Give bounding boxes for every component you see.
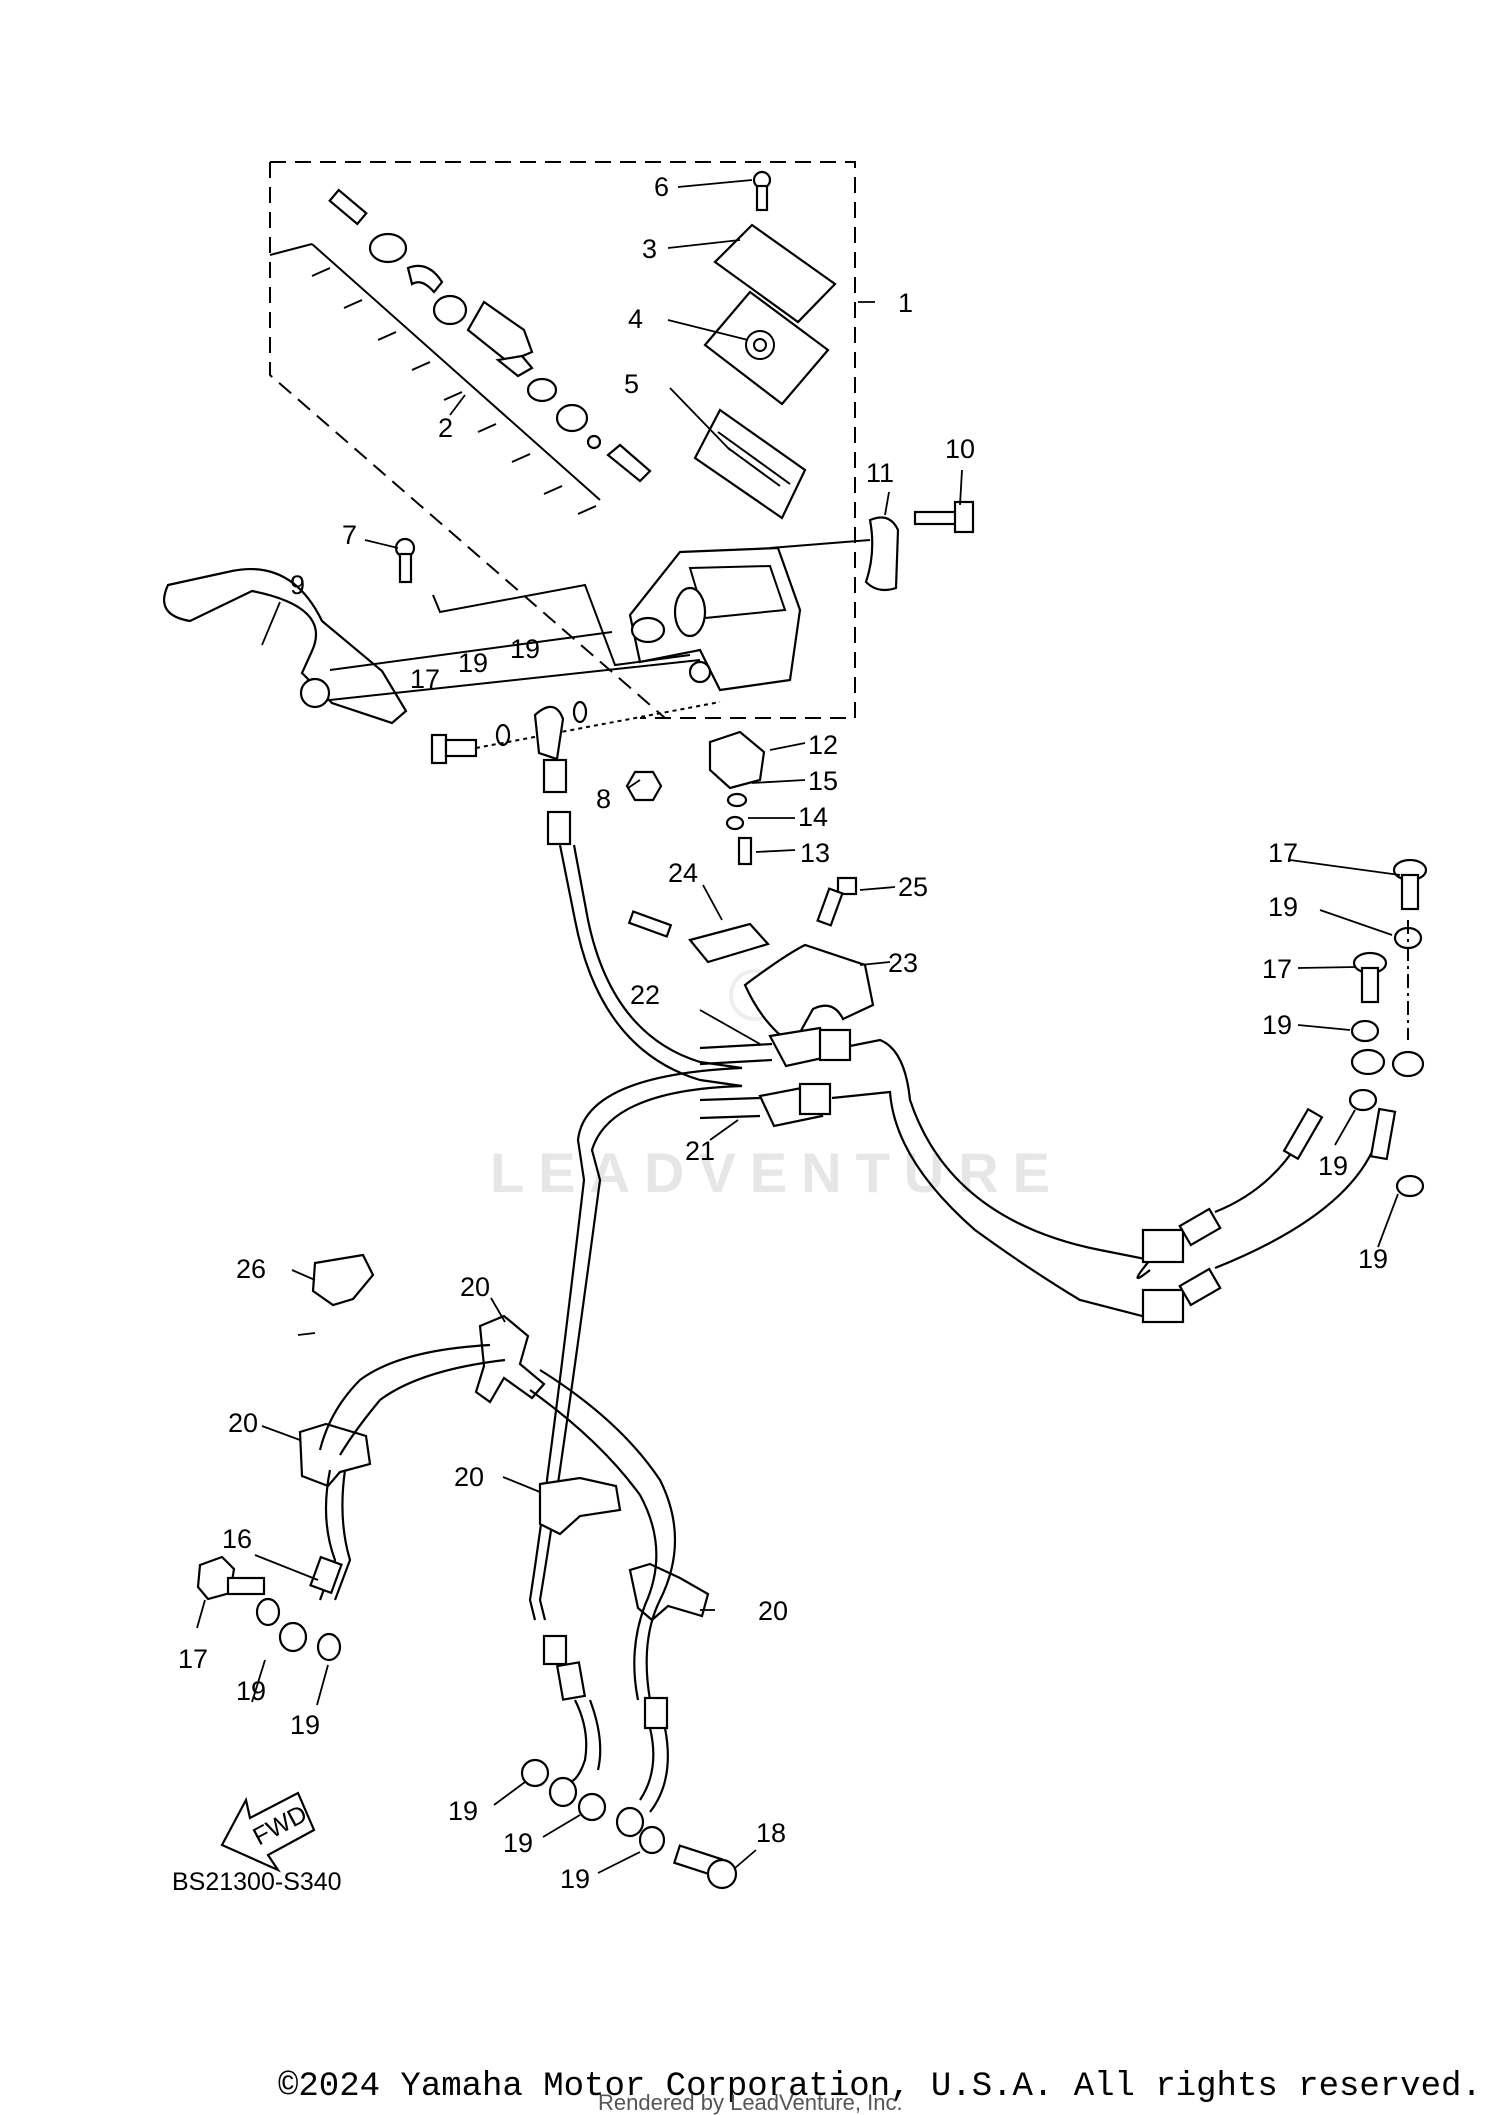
lever-screw[interactable] [394, 537, 416, 584]
callout-24: 24 [668, 858, 698, 888]
callout-6: 6 [654, 172, 669, 202]
callout-13: 13 [800, 838, 830, 868]
hose-clamp[interactable] [538, 1476, 622, 1536]
copper-washer[interactable] [638, 1825, 666, 1855]
bracket-bolt[interactable] [627, 910, 673, 938]
callout-2: 2 [438, 413, 453, 443]
callout-20-d: 20 [758, 1596, 788, 1626]
copper-washer[interactable] [520, 1758, 550, 1788]
copper-washer[interactable] [495, 723, 511, 747]
washer[interactable] [725, 815, 745, 831]
forward-arrow-icon: FWD [220, 1791, 316, 1873]
callout-25: 25 [898, 872, 928, 902]
holder-clamp[interactable] [864, 516, 900, 592]
copper-washer[interactable] [577, 1792, 607, 1822]
watermark: LEADVENTURE [490, 1141, 1064, 1204]
leader-lines [196, 179, 1401, 1874]
callout-14: 14 [798, 802, 828, 832]
cap-plate[interactable] [703, 290, 830, 406]
callout-17-a: 17 [410, 664, 440, 694]
rendered-by-text: Rendered by LeadVenture, Inc. [598, 2090, 903, 2115]
copper-washer[interactable] [1348, 1088, 1378, 1112]
union-bolt-left[interactable] [196, 1555, 266, 1601]
callout-20-c: 20 [454, 1462, 484, 1492]
callout-20-a: 20 [460, 1272, 490, 1302]
hose-bracket[interactable] [688, 922, 770, 964]
callout-18: 18 [756, 1818, 786, 1848]
callout-20-b: 20 [228, 1408, 258, 1438]
callout-16: 16 [222, 1524, 252, 1554]
callout-11: 11 [866, 458, 894, 488]
callout-19-b: 19 [510, 634, 540, 664]
brake-hose-left[interactable] [278, 1343, 677, 1838]
callout-12: 12 [808, 730, 838, 760]
callout-15: 15 [808, 766, 838, 796]
hose-clamp[interactable] [311, 1253, 375, 1307]
callout-3: 3 [642, 234, 657, 264]
callout-10: 10 [945, 434, 975, 464]
brake-lever[interactable] [163, 567, 408, 725]
callout-19-d: 19 [1262, 1010, 1292, 1040]
hose-clamp[interactable] [298, 1422, 372, 1488]
copper-washer[interactable] [1350, 1019, 1380, 1043]
hose-clamp[interactable] [474, 1314, 546, 1404]
callout-5: 5 [624, 369, 639, 399]
brake-hose-right[interactable] [831, 1038, 1425, 1324]
piston-kit[interactable] [269, 188, 652, 515]
copyright-text: ©2024 Yamaha Motor Corporation, U.S.A. A… [278, 2068, 1482, 2106]
diagram-code: BS21300-S340 [172, 1868, 342, 1896]
copper-washer[interactable] [1395, 1174, 1425, 1198]
callout-19-i: 19 [448, 1796, 478, 1826]
callout-19-f: 19 [1358, 1244, 1388, 1274]
reservoir-screw[interactable] [752, 170, 772, 212]
brake-switch[interactable] [708, 730, 766, 790]
callout-19-j: 19 [503, 1828, 533, 1858]
nut[interactable] [625, 770, 663, 802]
callout-26: 26 [236, 1254, 266, 1284]
callout-19-e: 19 [1318, 1151, 1348, 1181]
master-cylinder-body[interactable] [628, 546, 802, 692]
union-bolt-lower[interactable] [672, 1844, 738, 1890]
callout-19-h: 19 [290, 1710, 320, 1740]
brake-hose-lower[interactable] [528, 1066, 743, 1808]
callout-9: 9 [290, 570, 305, 600]
brake-joint-upper[interactable] [699, 1026, 852, 1068]
callout-8: 8 [596, 784, 611, 814]
callout-19-k: 19 [560, 1864, 590, 1894]
callout-21: 21 [685, 1136, 715, 1166]
callout-19-a: 19 [458, 648, 488, 678]
callout-17-b: 17 [1268, 838, 1298, 868]
callout-4: 4 [628, 304, 643, 334]
callout-19-g: 19 [236, 1676, 266, 1706]
union-bolt-upper[interactable] [430, 733, 478, 765]
bracket-bolt-25[interactable] [816, 876, 858, 927]
reservoir-cap[interactable] [713, 223, 837, 324]
leader-line [769, 539, 871, 549]
callout-17-d: 17 [178, 1644, 208, 1674]
holder-bolt[interactable] [913, 500, 975, 534]
union-bolt-right-mid[interactable] [1352, 951, 1388, 1004]
brake-joint-lower[interactable] [699, 1082, 832, 1128]
copper-washer[interactable] [316, 1632, 342, 1662]
joint-bracket[interactable] [743, 943, 875, 1047]
callout-22: 22 [630, 980, 660, 1010]
assembly-outline [269, 161, 856, 719]
callout-17-c: 17 [1262, 954, 1292, 984]
callout-19-c: 19 [1268, 892, 1298, 922]
union-bolt-right-top[interactable] [1392, 858, 1428, 911]
switch-screw[interactable] [737, 836, 753, 866]
leader-line [432, 583, 691, 667]
copper-washer[interactable] [572, 700, 588, 724]
washer[interactable] [726, 792, 748, 808]
copper-washer[interactable] [255, 1597, 281, 1627]
callout-23: 23 [888, 948, 918, 978]
callout-7: 7 [342, 520, 357, 550]
callout-1: 1 [898, 288, 913, 318]
